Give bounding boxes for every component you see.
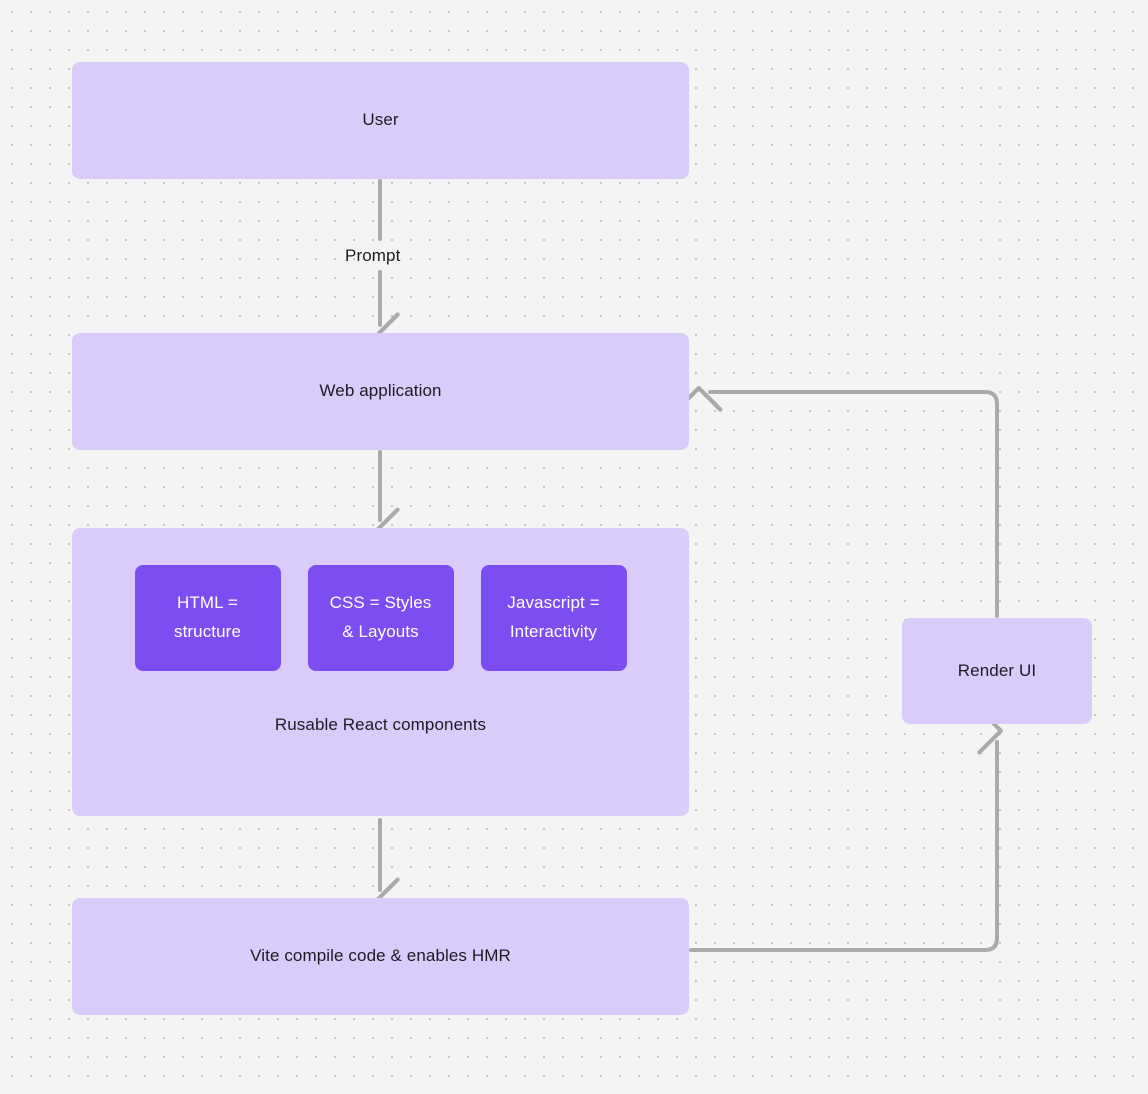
subbox-html-line1: HTML = xyxy=(177,593,238,613)
node-vite-compile-label: Vite compile code & enables HMR xyxy=(250,946,511,966)
subbox-html[interactable]: HTML = structure xyxy=(134,565,281,671)
node-web-application[interactable]: Web application xyxy=(72,333,689,450)
subbox-html-line2: structure xyxy=(173,622,242,641)
edge-render-to-webapp xyxy=(675,385,999,618)
node-user-label: User xyxy=(362,110,399,130)
node-user[interactable]: User xyxy=(72,62,689,179)
node-web-application-label: Web application xyxy=(319,381,442,401)
subbox-row: HTML = structure CSS = Styles & Layouts … xyxy=(72,565,689,671)
edge-vite-to-render xyxy=(689,707,1004,952)
edge-label-prompt: Prompt xyxy=(345,246,401,265)
node-render-ui-label: Render UI xyxy=(957,660,1037,680)
node-render-ui[interactable]: Render UI xyxy=(902,618,1092,724)
subbox-css[interactable]: CSS = Styles & Layouts xyxy=(307,565,454,671)
subbox-css-line2: & Layouts xyxy=(342,622,419,641)
subbox-css-line1: CSS = Styles xyxy=(329,593,432,613)
subbox-javascript-line2: Interactivity xyxy=(509,622,598,641)
subbox-javascript-line1: Javascript = xyxy=(507,593,600,613)
subbox-javascript[interactable]: Javascript = Interactivity xyxy=(480,565,627,671)
node-reusable-components-group[interactable]: HTML = structure CSS = Styles & Layouts … xyxy=(72,528,689,816)
node-vite-compile[interactable]: Vite compile code & enables HMR xyxy=(72,898,689,1015)
node-reusable-components-caption: Rusable React components xyxy=(274,715,487,734)
